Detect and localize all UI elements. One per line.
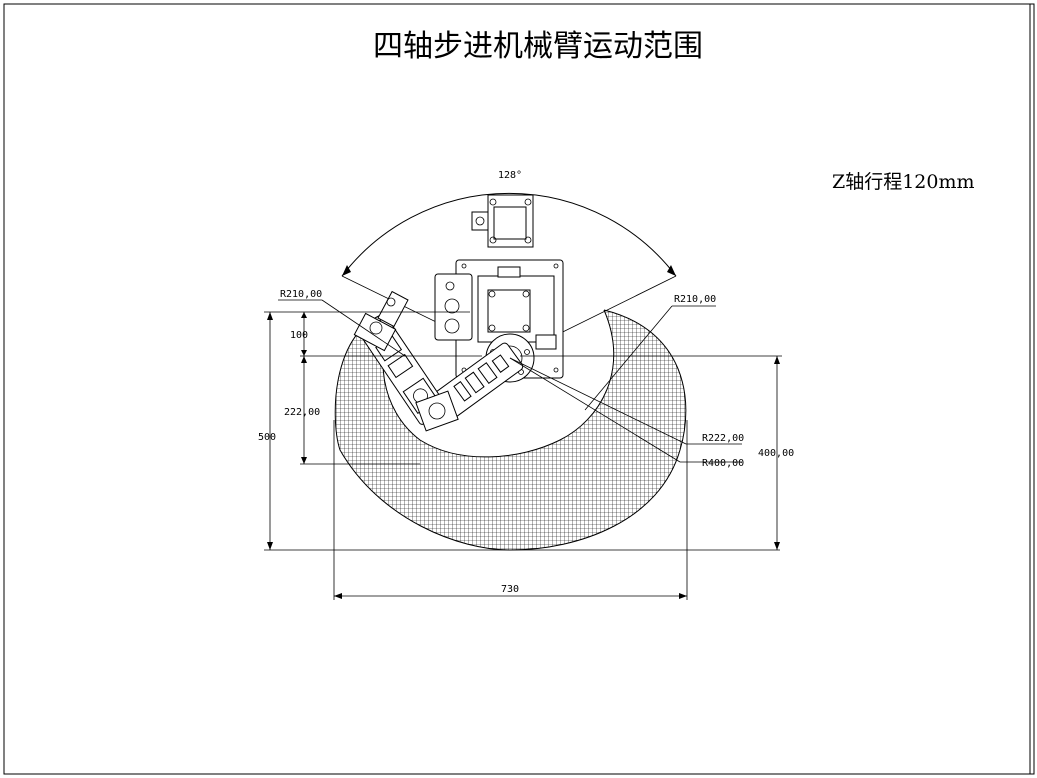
radius-right-label: R210,00 [674,294,716,305]
right-height-label: 400,00 [758,448,794,459]
bottom-width-dimension [333,420,688,600]
right-vertical-dimension [520,355,782,550]
inner-height-label: 222,00 [284,407,320,418]
radius-outer-label: R400,00 [702,458,744,469]
radius-left-label: R210,00 [280,289,322,300]
total-width-label: 730 [501,584,519,595]
offset-top-label: 100 [290,330,308,341]
page-frame [3,3,1035,775]
total-height-label: 500 [258,432,276,443]
left-vertical-dimensions [264,311,780,551]
drawing-title: 四轴步进机械臂运动范围 [373,29,703,64]
arm-link [430,342,524,422]
radius-leaders [278,299,742,463]
z-travel-note: Z轴行程120mm [832,171,975,193]
sweep-angle-label: 128° [498,170,522,181]
base-plate [434,259,564,379]
top-stepper-motor [471,194,534,248]
wrist-end-effector [353,290,459,432]
radius-inner-label: R222,00 [702,433,744,444]
